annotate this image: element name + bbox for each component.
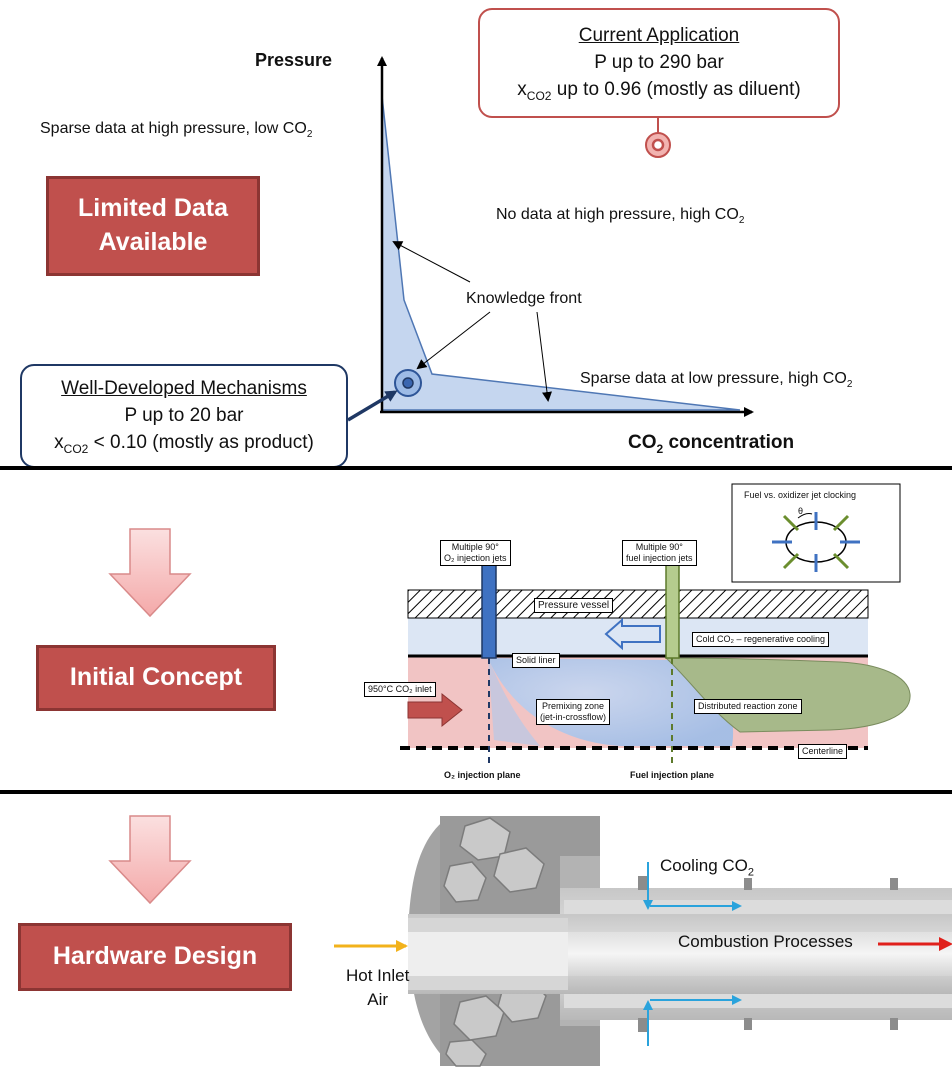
o2-plane-label: O₂ injection plane — [444, 770, 521, 780]
current-application-callout: Current Application P up to 290 bar xCO2… — [478, 8, 840, 118]
well-developed-callout: Well-Developed Mechanisms P up to 20 bar… — [20, 364, 348, 468]
knowledge-region — [381, 95, 741, 411]
combustion-processes-label: Combustion Processes — [678, 932, 853, 951]
current-application-marker — [645, 118, 671, 158]
inset-theta: θ — [798, 506, 804, 516]
knowledge-front-diagram — [347, 56, 754, 422]
combustor-concept-schematic — [400, 483, 911, 766]
cold-co2-label: Cold CO₂ – regenerative cooling — [692, 632, 830, 647]
inset-title: Fuel vs. oxidizer jet clocking — [744, 490, 857, 500]
fuel-plane-label: Fuel injection plane — [630, 770, 715, 780]
hardware-design-box: Hardware Design — [18, 923, 292, 991]
hardware-cad-rendering — [334, 816, 952, 1067]
separator-2 — [0, 790, 952, 794]
fuel-jets-label: Multiple 90°fuel injection jets — [622, 540, 697, 566]
centerline-label: Centerline — [798, 744, 848, 759]
note-high-pressure-low-co2: Sparse data at high pressure, low CO2 — [40, 120, 313, 141]
y-axis-label: Pressure — [255, 50, 333, 70]
knowledge-front-label: Knowledge front — [466, 290, 582, 307]
note-low-pressure-high-co2: Sparse data at low pressure, high CO2 — [580, 370, 853, 391]
x-axis-label: CO2 concentration — [628, 432, 795, 456]
solid-liner-label: Solid liner — [512, 653, 560, 668]
pressure-vessel-label: Pressure vessel — [534, 598, 614, 613]
cooling-co2-label: Cooling CO2 — [660, 856, 754, 879]
down-arrow-1 — [108, 528, 192, 618]
distributed-zone-label: Distributed reaction zone — [694, 699, 802, 714]
note-high-pressure-high-co2: No data at high pressure, high CO2 — [496, 206, 745, 227]
initial-concept-box: Initial Concept — [36, 645, 276, 711]
separator-1 — [0, 466, 952, 470]
o2-jets-label: Multiple 90°O₂ injection jets — [440, 540, 511, 566]
down-arrow-2 — [108, 815, 192, 905]
inlet-label: 950°C CO₂ inlet — [364, 682, 436, 697]
premixing-zone-label: Premixing zone(jet-in-crossflow) — [536, 699, 611, 725]
well-developed-marker — [347, 369, 422, 422]
